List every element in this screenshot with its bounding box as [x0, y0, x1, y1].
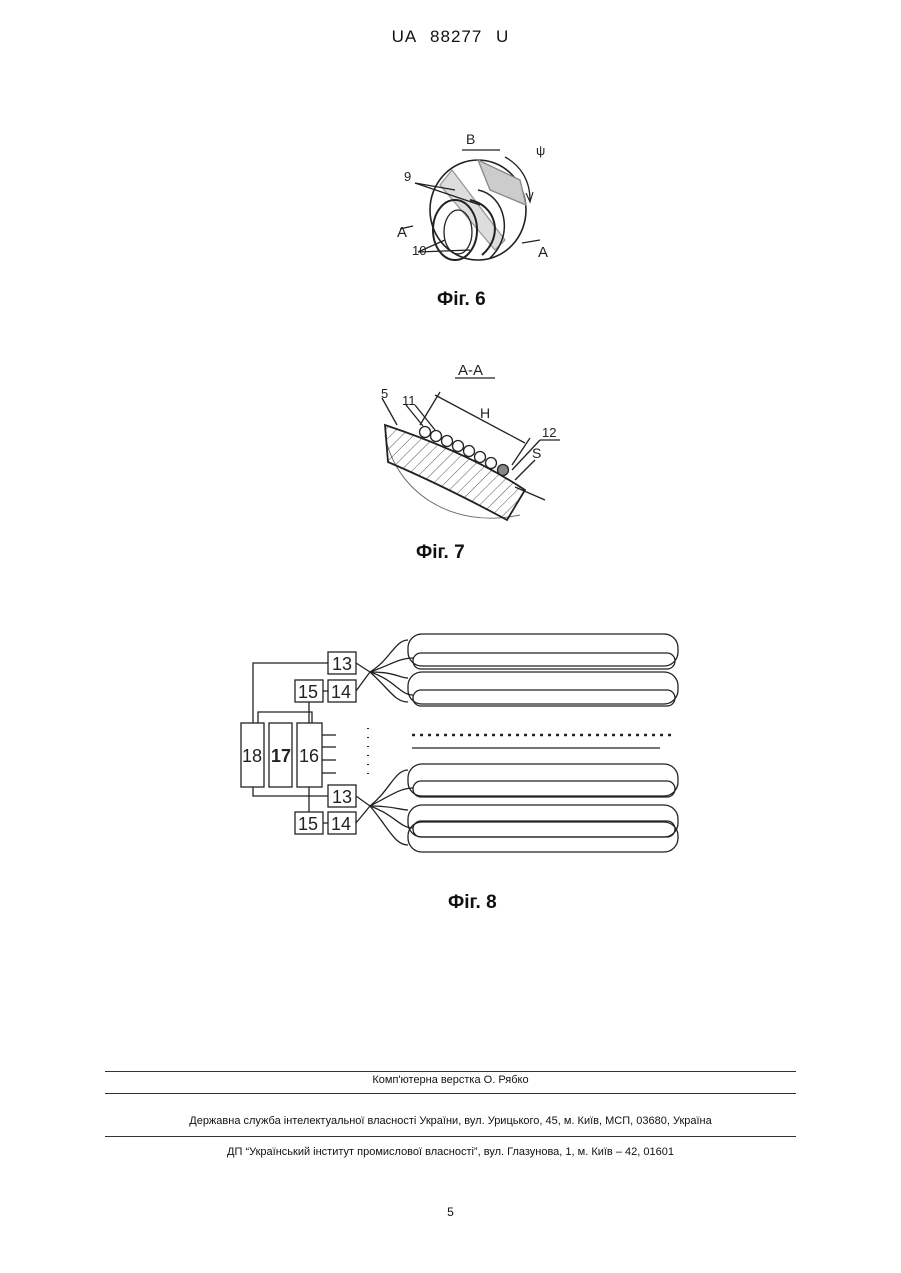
- fig8-block-14-top: 14: [331, 682, 351, 702]
- fig8-block-14-bottom: 14: [331, 814, 351, 834]
- page-number: 5: [0, 1205, 901, 1219]
- figure-8-drawing: 13 15 14 18 17 16 13 15 14: [0, 0, 901, 870]
- fig8-block-15-top: 15: [298, 682, 318, 702]
- footer-rule-1: [105, 1071, 796, 1072]
- fig8-block-13-bottom: 13: [332, 787, 352, 807]
- fig8-block-17: 17: [271, 746, 291, 766]
- footer-institute: ДП “Український інститут промислової вла…: [0, 1146, 901, 1158]
- fig8-block-18: 18: [242, 746, 262, 766]
- fig8-block-13-top: 13: [332, 654, 352, 674]
- footer-agency: Державна служба інтелектуальної власност…: [0, 1115, 901, 1127]
- fig8-block-15-bottom: 15: [298, 814, 318, 834]
- fig8-block-16: 16: [299, 746, 319, 766]
- footer-compositor: Комп'ютерна верстка О. Рябко: [0, 1074, 901, 1086]
- figure-8-caption: Фіг. 8: [448, 892, 497, 914]
- footer-rule-3: [105, 1136, 796, 1137]
- footer-rule-2: [105, 1093, 796, 1094]
